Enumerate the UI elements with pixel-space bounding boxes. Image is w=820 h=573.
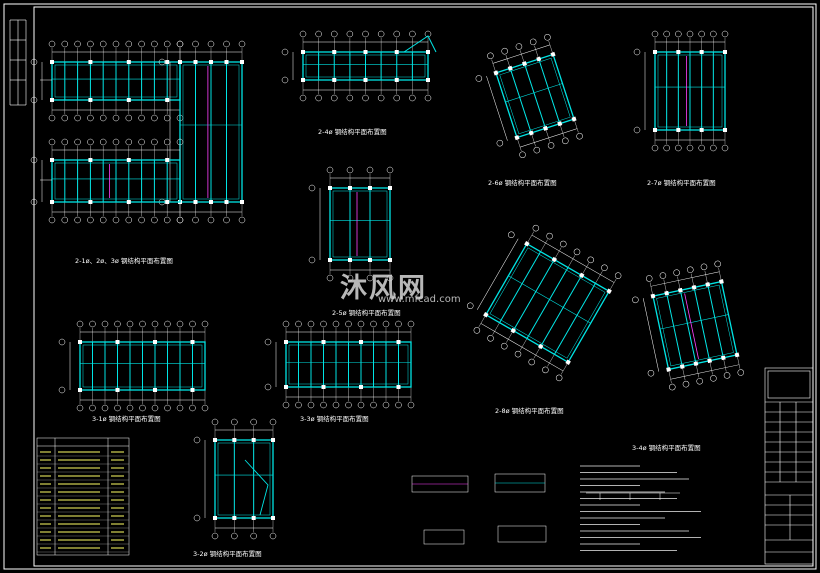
plan-title-10: 3-2ø 钢结构平面布置图 — [193, 550, 262, 558]
watermark-url: www.mfcad.com — [378, 294, 461, 305]
plan-3-4 — [632, 260, 745, 391]
plan-title-7: 3-1ø 钢结构平面布置图 — [92, 415, 161, 423]
plan-3-3 — [264, 320, 415, 409]
plan-title-6: 2-8ø 钢结构平面布置图 — [495, 407, 564, 415]
plan-2-4 — [281, 30, 432, 102]
plan-2-1b — [158, 40, 246, 224]
plan-2-7 — [633, 30, 729, 152]
plan-layer — [30, 30, 745, 540]
title-block — [764, 367, 814, 565]
plan-2-1 — [30, 40, 184, 122]
watermark-brand: 沐风网 — [340, 273, 427, 304]
binding-strip — [9, 19, 27, 106]
plan-2-6 — [475, 34, 583, 158]
plan-3-2-diagonal — [244, 459, 269, 516]
plan-3-2 — [193, 418, 277, 540]
plan-title-8: 3-3ø 钢结构平面布置图 — [300, 415, 369, 423]
plan-2-1c — [30, 138, 184, 224]
design-notes — [580, 465, 701, 551]
plan-2-4-wing — [403, 35, 437, 53]
member-table — [36, 437, 130, 556]
detail-sections — [411, 473, 680, 545]
plan-3-1 — [58, 320, 209, 412]
plan-2-5 — [308, 166, 394, 282]
plan-title-2: 2-4ø 钢结构平面布置图 — [318, 128, 387, 136]
plan-title-3: 2-6ø 钢结构平面布置图 — [488, 179, 557, 187]
plan-title-9: 3-4ø 钢结构平面布置图 — [632, 444, 701, 452]
plan-title-4: 2-7ø 钢结构平面布置图 — [647, 179, 716, 187]
outer-border — [3, 3, 817, 570]
plan-title-5: 2-5ø 钢结构平面布置图 — [332, 309, 401, 317]
plan-title-1: 2-1ø、2ø、3ø 钢结构平面布置图 — [75, 257, 173, 265]
plan-2-8 — [467, 224, 622, 382]
inner-border — [33, 6, 814, 567]
member-table-rows — [37, 451, 129, 553]
plan-2-1-leaders — [40, 79, 52, 181]
